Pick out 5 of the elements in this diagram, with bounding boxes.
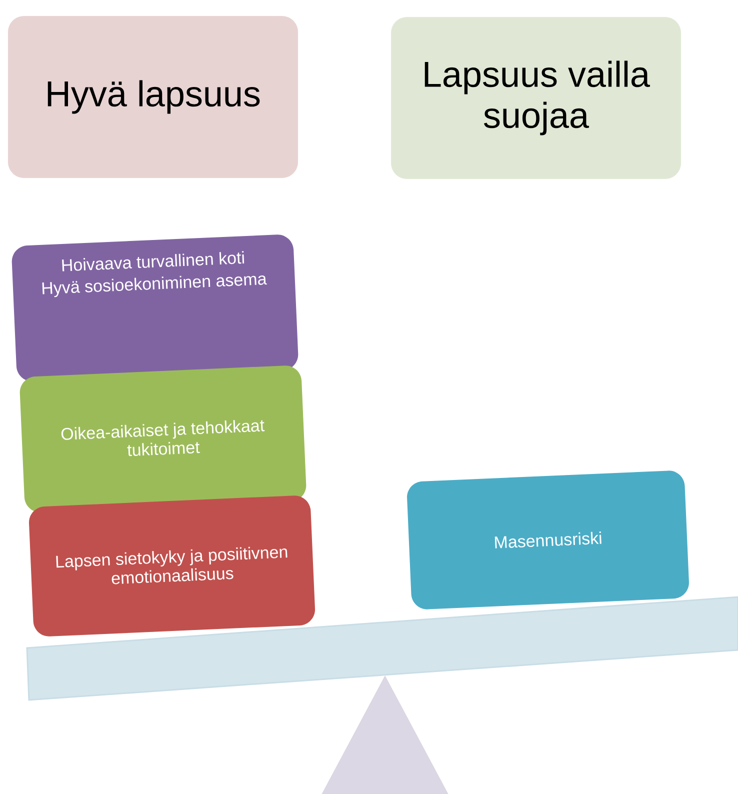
weight-block: Lapsen sietokyky ja posiitivnen emotionaalisuus	[29, 496, 315, 636]
weight-block: Hoivaava turvallinen koti Hyvä sosioekoniminen asema	[12, 234, 298, 382]
title-box: Lapsuus vailla suojaa	[391, 16, 681, 179]
title-box: Hyvä lapsuus	[8, 16, 298, 178]
weight-block: Masennusriski	[407, 470, 689, 610]
